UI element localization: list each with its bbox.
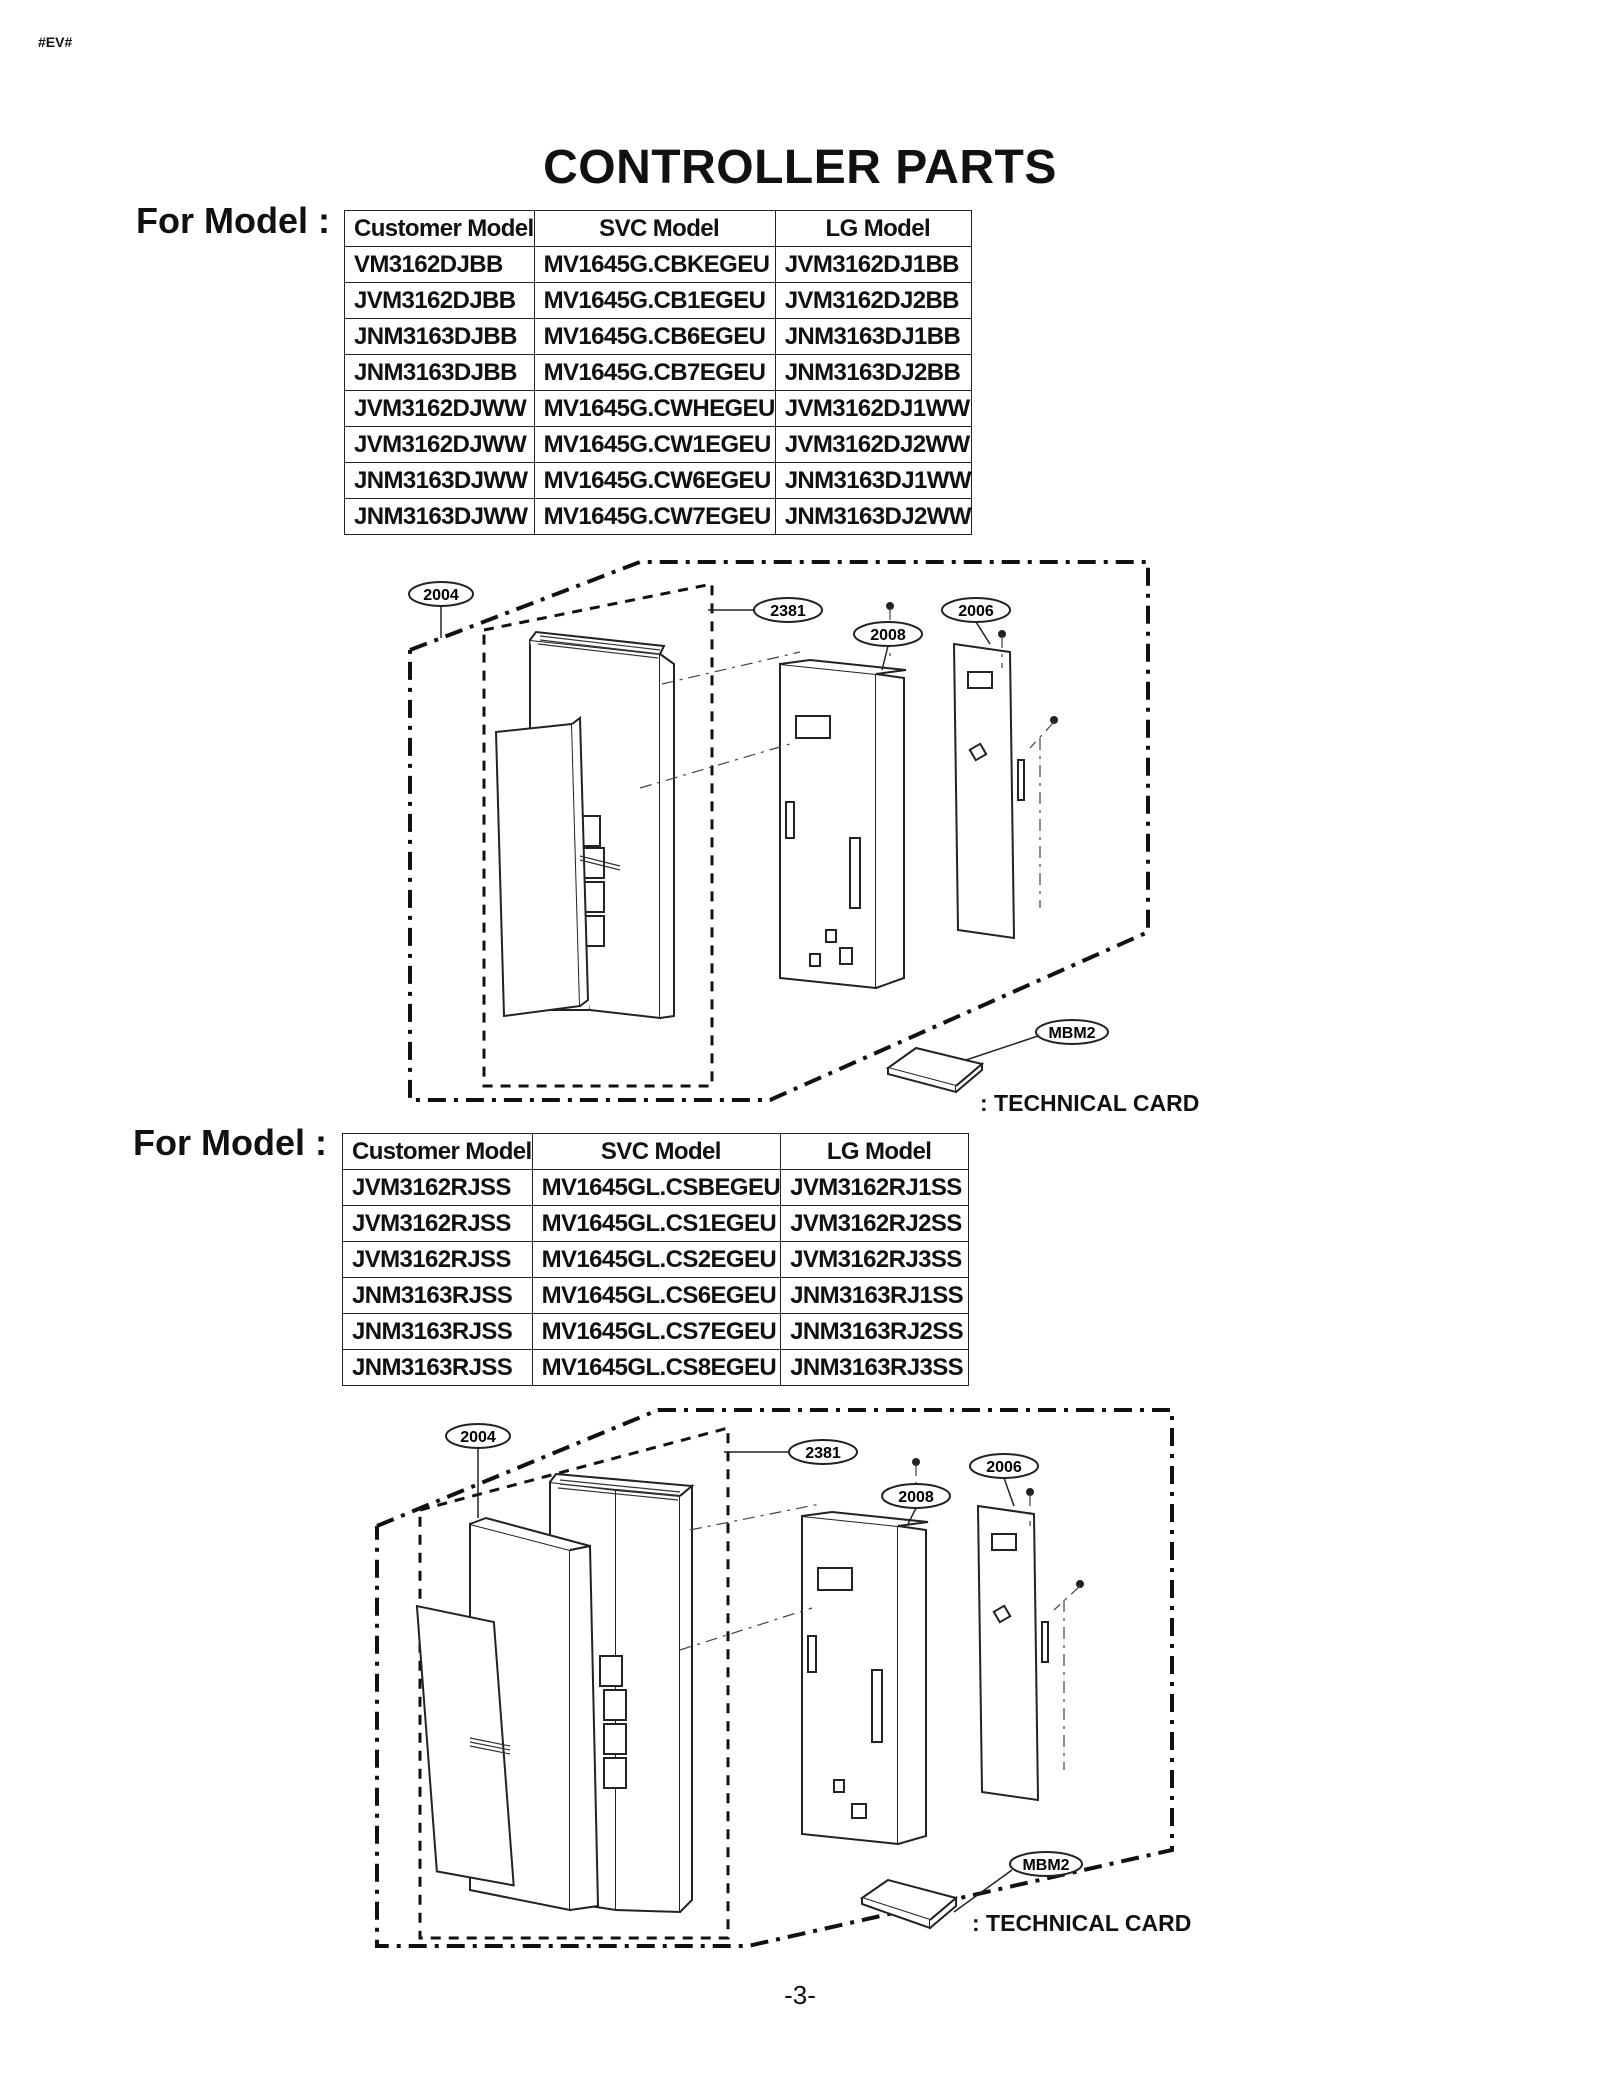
cell-customer-model: JNM3163DJWW [344, 498, 535, 535]
cell-svc-model: MV1645GL.CS8EGEU [531, 1349, 782, 1386]
cell-svc-model: MV1645G.CB1EGEU [533, 282, 776, 319]
cell-svc-model: MV1645G.CWHEGEU [533, 390, 776, 427]
cell-lg-model: JVM3162DJ1BB [774, 246, 972, 283]
callout-2381: 2381 [805, 1445, 841, 1462]
cell-svc-model: MV1645G.CW7EGEU [533, 498, 776, 535]
for-model-label-1: For Model : [136, 200, 330, 241]
cell-svc-model: MV1645GL.CS7EGEU [531, 1313, 782, 1350]
cell-lg-model: JVM3162RJ1SS [780, 1169, 970, 1206]
cell-svc-model: MV1645G.CB7EGEU [533, 354, 776, 391]
callout-2004: 2004 [423, 587, 459, 604]
cell-svc-model: MV1645G.CBKEGEU [533, 246, 776, 283]
cell-customer-model: JVM3162DJWW [344, 426, 535, 463]
callout-2008: 2008 [870, 627, 906, 644]
column-header-lg-model: LG Model [774, 210, 972, 247]
cell-lg-model: JNM3163RJ1SS [780, 1277, 970, 1314]
callout-2004: 2004 [460, 1429, 496, 1446]
model-table-2: Customer Model SVC Model LG Model JVM316… [342, 1133, 970, 1386]
cell-lg-model: JNM3163DJ1WW [774, 462, 972, 499]
model-table-1: Customer Model SVC Model LG Model VM3162… [344, 210, 972, 535]
cell-lg-model: JNM3163DJ2BB [774, 354, 972, 391]
cell-svc-model: MV1645GL.CS2EGEU [531, 1241, 782, 1278]
cell-lg-model: JNM3163RJ2SS [780, 1313, 970, 1350]
column-header-svc-model: SVC Model [531, 1133, 782, 1170]
cell-lg-model: JVM3162DJ1WW [774, 390, 972, 427]
cell-customer-model: VM3162DJBB [344, 246, 535, 283]
cell-customer-model: JVM3162DJWW [344, 390, 535, 427]
cell-customer-model: JVM3162RJSS [342, 1169, 533, 1206]
document-code: #EV# [38, 34, 73, 50]
callout-2006: 2006 [986, 1459, 1022, 1476]
cell-svc-model: MV1645G.CW1EGEU [533, 426, 776, 463]
table-header-row: Customer Model SVC Model LG Model [342, 1133, 970, 1170]
technical-card-label-2: : TECHNICAL CARD [972, 1910, 1192, 1936]
callout-2008: 2008 [898, 1489, 934, 1506]
for-model-label-2: For Model : [133, 1122, 327, 1163]
cell-customer-model: JNM3163RJSS [342, 1313, 533, 1350]
cell-svc-model: MV1645GL.CSBEGEU [531, 1169, 782, 1206]
cell-customer-model: JNM3163DJBB [344, 354, 535, 391]
callout-mbm2: MBM2 [1022, 1857, 1069, 1874]
exploded-diagram-1: 2004 2381 2006 2008 MBM2 [0, 548, 1600, 1108]
cell-lg-model: JVM3162DJ2BB [774, 282, 972, 319]
page-title: CONTROLLER PARTS [543, 141, 1057, 194]
cell-customer-model: JVM3162RJSS [342, 1205, 533, 1242]
cell-customer-model: JNM3163RJSS [342, 1277, 533, 1314]
cell-customer-model: JVM3162RJSS [342, 1241, 533, 1278]
cell-customer-model: JNM3163RJSS [342, 1349, 533, 1386]
cell-svc-model: MV1645G.CW6EGEU [533, 462, 776, 499]
cell-lg-model: JNM3163DJ2WW [774, 498, 972, 535]
exploded-diagram-2: 2004 2381 2006 2008 MBM2 [0, 1400, 1600, 1960]
technical-card-label-1: : TECHNICAL CARD [980, 1090, 1200, 1116]
cell-lg-model: JNM3163DJ1BB [774, 318, 972, 355]
page-number: -3- [784, 1980, 816, 2010]
callout-2006: 2006 [958, 603, 994, 620]
callout-mbm2: MBM2 [1048, 1025, 1095, 1042]
column-header-customer-model: Customer Model [342, 1133, 533, 1170]
column-header-customer-model: Customer Model [344, 210, 535, 247]
callout-2381: 2381 [770, 603, 806, 620]
cell-lg-model: JVM3162RJ2SS [780, 1205, 970, 1242]
cell-lg-model: JVM3162DJ2WW [774, 426, 972, 463]
cell-lg-model: JNM3163RJ3SS [780, 1349, 970, 1386]
cell-svc-model: MV1645GL.CS1EGEU [531, 1205, 782, 1242]
cell-customer-model: JNM3163DJBB [344, 318, 535, 355]
cell-customer-model: JVM3162DJBB [344, 282, 535, 319]
cell-svc-model: MV1645GL.CS6EGEU [531, 1277, 782, 1314]
cell-lg-model: JVM3162RJ3SS [780, 1241, 970, 1278]
cell-svc-model: MV1645G.CB6EGEU [533, 318, 776, 355]
cell-customer-model: JNM3163DJWW [344, 462, 535, 499]
table-header-row: Customer Model SVC Model LG Model [344, 210, 972, 247]
column-header-svc-model: SVC Model [533, 210, 776, 247]
column-header-lg-model: LG Model [780, 1133, 970, 1170]
